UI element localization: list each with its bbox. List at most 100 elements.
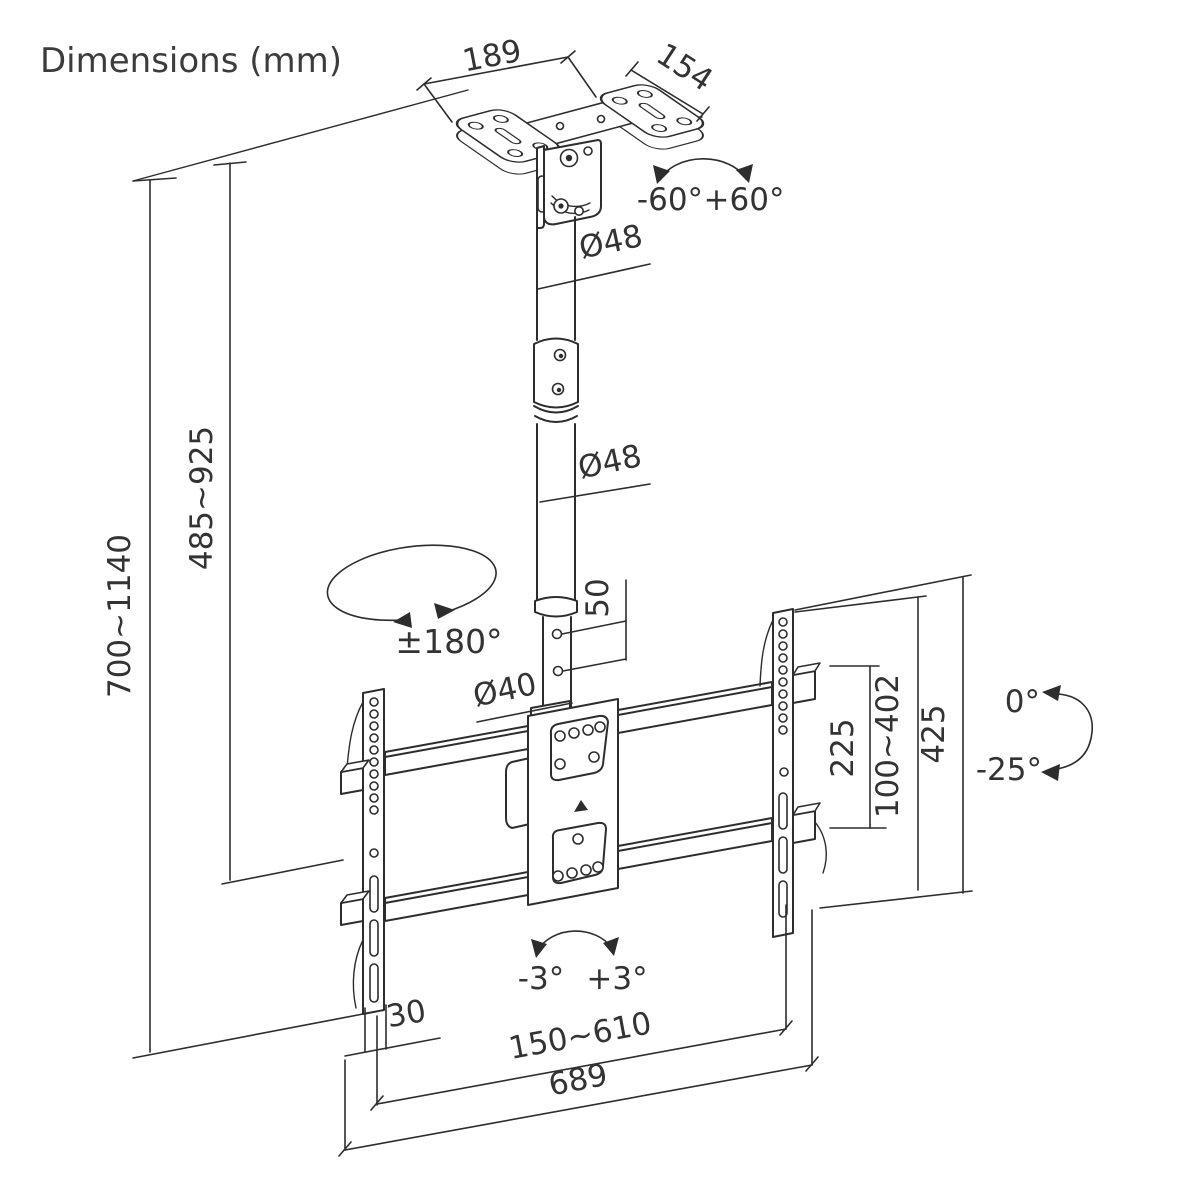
dim-label-189: 189 [460,33,525,80]
rail-hole [369,769,379,779]
rail-slot [778,836,788,874]
screen-tilt-angles: 0° -25° [976,684,1093,788]
plate-right-holes [611,90,693,132]
direction-triangle [574,800,588,812]
rail-hole [778,713,788,723]
upper-rail-right-segment [617,681,773,734]
mount-hole [467,121,484,130]
bottom-extension [132,1013,364,1059]
rail-hole [369,733,379,743]
coupler-ring [533,405,579,414]
dim-425: 425 [794,574,973,909]
level-arrow-right [603,937,619,956]
rail-hole [369,745,379,755]
dim-dia48-upper: Ø48 [537,218,651,290]
left-rail-clip-top [340,759,370,773]
rail-slot [778,880,788,918]
pad-screw [572,833,584,845]
dim-label-425: 425 [916,704,952,763]
dia48-upper-label: Ø48 [576,218,646,266]
arc-arrow-right [736,164,753,183]
pad-screw [580,864,592,876]
pivot-bolt-center [565,154,573,162]
pad-screw [554,730,566,742]
mount-hole [492,115,509,123]
level-pos-label: +3° [586,961,647,997]
carriage-hook [505,757,531,829]
mount-hole [611,96,628,105]
dim-100-402: 100~402 [794,595,927,891]
dim-225: 225 [825,665,887,829]
tilt-zero-label: 0° [1005,684,1040,720]
dim-label-485-925: 485~925 [184,426,220,570]
right-rail-clip-top [792,662,821,676]
tilt-down-label: -25° [976,752,1042,788]
swivel-label: ±180° [395,622,502,661]
rail-slot [369,963,379,1003]
dia40-label: Ø40 [470,666,540,714]
tv-bracket [340,608,827,1015]
coupler-screw-center [556,387,562,393]
leader-line [537,263,651,290]
pad-screw [568,727,580,739]
swivel-arrow-left [393,612,412,628]
upper-rail-left-segment [384,725,529,776]
dimension-line [344,1037,441,1057]
rail-hole [369,805,379,815]
dimension-line [344,1064,813,1151]
pole-swivel: ±180° [326,544,503,661]
mount-hole [636,90,653,98]
ceiling-edge-left [132,89,469,182]
extension-lines [364,1004,387,1053]
dim-30: 30 [344,993,441,1057]
right-rail-clip [792,810,816,844]
pad-screw [582,724,594,736]
pad-screw [588,751,600,763]
rail-hole [778,617,788,627]
right-rail-clip-top [792,802,821,816]
right-vertical-rail [759,608,827,938]
left-rail-flange-curve [346,701,364,769]
rail-hole [369,697,379,707]
lower-rail-left-segment [384,871,529,922]
rail-hole [778,641,788,651]
pad-screw [566,867,578,879]
top-extension [794,595,927,613]
left-vertical-rail [340,688,385,1015]
dim-189: 189 [416,33,597,123]
dim-label-100-402: 100~402 [870,674,906,818]
right-rail-clip [792,670,816,704]
bottom-extension [221,859,344,885]
dim-dia48-lower: Ø48 [539,438,651,503]
rail-hole [778,629,788,639]
tick-marks [416,50,576,91]
mount-hole [651,124,668,132]
rail-hole [369,848,379,858]
center-carriage [505,698,619,906]
pad-screw [594,721,606,733]
swivel-arrow-right [434,603,455,619]
rail-slot [778,792,788,830]
rail-hole [779,767,789,777]
hinge-arc-slot [551,195,591,208]
level-arrow-left [531,939,547,958]
dim-label-689: 689 [546,1057,611,1104]
page-title: Dimensions (mm) [40,41,342,81]
leader-line [539,483,651,503]
coupler-ring [534,415,578,423]
rail-hole [369,757,379,767]
rail-slot [369,875,379,913]
right-rail-flange-curve [759,619,774,687]
level-neg-label: -3° [518,961,564,997]
mount-hole [507,149,524,157]
dim-label-30: 30 [384,993,429,1035]
rail-hole [369,781,379,791]
extension-lines [344,909,813,1151]
tilt-arrow-top [1042,685,1061,701]
rail-hole [778,725,788,735]
pad-screw [554,758,566,770]
extension-lines [829,665,887,829]
extension-lines [423,56,597,123]
